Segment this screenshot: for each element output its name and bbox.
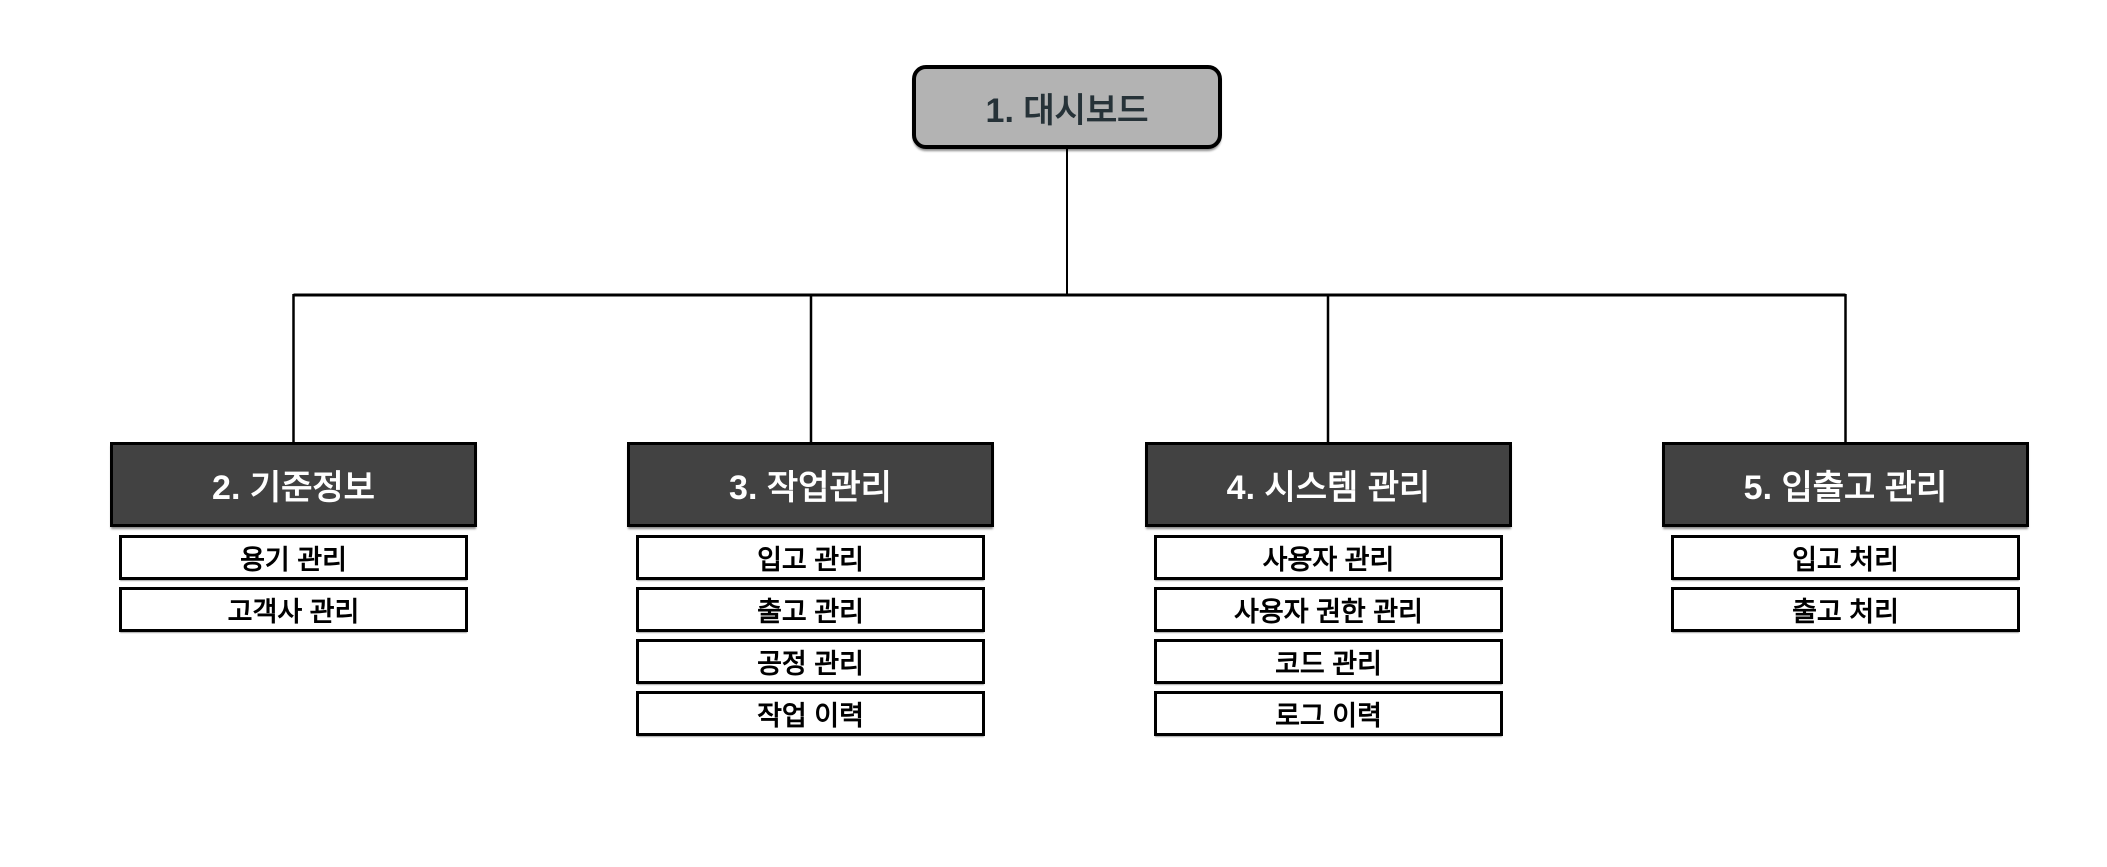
section-4-header: 4. 시스템 관리	[1145, 442, 1512, 527]
section-2-item-1: 고객사 관리	[119, 587, 468, 632]
section-3-item-3: 작업 이력	[636, 691, 985, 736]
section-4-item-3: 로그 이력	[1154, 691, 1503, 736]
section-4-item-2: 코드 관리	[1154, 639, 1503, 684]
section-5-item-1: 출고 처리	[1671, 587, 2020, 632]
section-5-column: 5. 입출고 관리 입고 처리 출고 처리	[1662, 442, 2029, 639]
section-5-item-0: 입고 처리	[1671, 535, 2020, 580]
section-4-item-0: 사용자 관리	[1154, 535, 1503, 580]
section-3-item-2: 공정 관리	[636, 639, 985, 684]
root-node-dashboard: 1. 대시보드	[912, 65, 1222, 149]
section-4-item-1: 사용자 권한 관리	[1154, 587, 1503, 632]
section-2-column: 2. 기준정보 용기 관리 고객사 관리	[110, 442, 477, 639]
section-5-header: 5. 입출고 관리	[1662, 442, 2029, 527]
section-3-header: 3. 작업관리	[627, 442, 994, 527]
section-2-header: 2. 기준정보	[110, 442, 477, 527]
section-3-item-0: 입고 관리	[636, 535, 985, 580]
section-2-item-0: 용기 관리	[119, 535, 468, 580]
section-3-column: 3. 작업관리 입고 관리 출고 관리 공정 관리 작업 이력	[627, 442, 994, 743]
section-3-item-1: 출고 관리	[636, 587, 985, 632]
section-4-column: 4. 시스템 관리 사용자 관리 사용자 권한 관리 코드 관리 로그 이력	[1145, 442, 1512, 743]
